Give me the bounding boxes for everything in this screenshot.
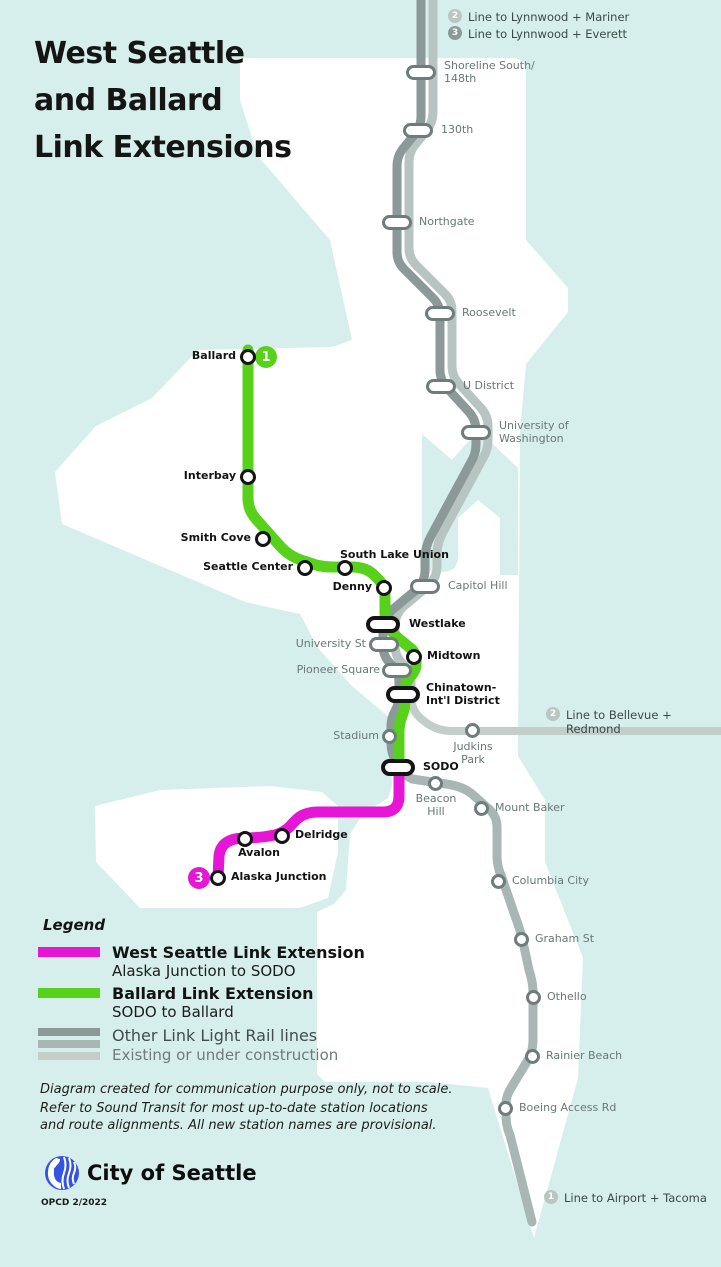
station-marker-othello: [526, 990, 541, 1005]
station-label-westlake: Westlake: [409, 617, 466, 630]
credit-text: OPCD 2/2022: [41, 1198, 108, 1208]
station-marker-columbia-city: [491, 874, 506, 889]
station-marker-shoreline: [406, 65, 436, 80]
legend-swatch-rail-medium: [38, 1040, 100, 1048]
ballard-terminus-badge: 1: [255, 346, 277, 368]
station-label-ballard: Ballard: [191, 349, 236, 362]
station-label-alaska-junction: Alaska Junction: [231, 870, 327, 883]
note-provisional: Refer to Sound Transit for most up-to-da…: [40, 1101, 437, 1133]
station-marker-rainier-beach: [525, 1049, 540, 1064]
legend-swatch-rail-dark: [38, 1028, 100, 1036]
line-1-south-badge: 1: [544, 1190, 558, 1204]
station-marker-south-lake-union: [337, 560, 353, 576]
station-label-smith-cove: Smith Cove: [180, 531, 251, 544]
station-label-chinatown: Chinatown- Int'l District: [426, 681, 500, 707]
station-marker-delridge: [274, 828, 290, 844]
station-label-columbia-city: Columbia City: [512, 874, 589, 887]
station-label-udistrict: U District: [463, 379, 515, 392]
line-2-east-label: Line to Bellevue + Redmond: [566, 708, 672, 736]
station-label-pioneer-square: Pioneer Square: [296, 663, 380, 676]
station-label-delridge: Delridge: [295, 828, 348, 841]
station-marker-stadium: [382, 729, 397, 744]
station-marker-graham-st: [514, 932, 529, 947]
line-2-destination-label: Line to Lynnwood + Mariner: [468, 10, 630, 24]
station-label-roosevelt: Roosevelt: [462, 306, 516, 319]
legend-item-other-subtitle: Existing or under construction: [112, 1046, 339, 1064]
station-marker-boeing-access-rd: [498, 1101, 513, 1116]
station-label-beacon-hill: Beacon Hill: [415, 792, 457, 818]
station-label-boeing-access-rd: Boeing Access Rd: [519, 1101, 617, 1114]
station-marker-seattle-center: [297, 560, 313, 576]
station-label-midtown: Midtown: [427, 649, 481, 662]
line-1-south-label: Line to Airport + Tacoma: [564, 1191, 707, 1205]
station-marker-130th: [403, 123, 433, 138]
station-marker-capitol-hill: [410, 579, 440, 594]
station-label-mount-baker: Mount Baker: [495, 801, 565, 814]
station-label-stadium: Stadium: [333, 729, 379, 742]
station-marker-smith-cove: [255, 531, 271, 547]
city-of-seattle-logo-icon: [45, 1156, 79, 1190]
note-not-to-scale: Diagram created for communication purpos…: [40, 1082, 453, 1097]
legend-item-west-seattle-title: West Seattle Link Extension: [112, 943, 365, 962]
station-marker-university-st: [369, 637, 399, 652]
station-label-uw: University of Washington: [499, 419, 569, 445]
station-marker-judkins-park: [465, 723, 480, 738]
station-label-university-st: University St: [295, 637, 366, 650]
station-label-seattle-center: Seattle Center: [203, 560, 293, 573]
station-marker-chinatown: [386, 686, 420, 703]
station-label-northgate: Northgate: [419, 215, 475, 228]
station-marker-avalon: [237, 831, 253, 847]
legend-swatch-rail-light: [38, 1052, 100, 1060]
west-seattle-terminus-badge: 3: [188, 867, 210, 889]
legend-title: Legend: [43, 916, 106, 934]
station-marker-beacon-hill: [428, 776, 443, 791]
station-label-capitol-hill: Capitol Hill: [448, 579, 508, 592]
station-label-130th: 130th: [441, 123, 474, 136]
legend-item-ballard-title: Ballard Link Extension: [112, 984, 314, 1003]
station-label-avalon: Avalon: [238, 846, 280, 859]
station-marker-uw: [461, 425, 491, 440]
legend-item-west-seattle-subtitle: Alaska Junction to SODO: [112, 962, 296, 980]
station-marker-ballard: [240, 349, 256, 365]
station-label-shoreline: Shoreline South/ 148th: [444, 59, 535, 85]
station-marker-northgate: [382, 215, 412, 230]
station-label-sodo: SODO: [423, 760, 459, 773]
legend-swatch-west-seattle: [38, 947, 100, 957]
line-south-segment: [393, 759, 538, 1227]
station-marker-udistrict: [426, 379, 456, 394]
legend-item-ballard-subtitle: SODO to Ballard: [112, 1003, 234, 1021]
station-label-denny: Denny: [332, 580, 372, 593]
station-marker-denny: [376, 580, 392, 596]
line-3-badge: 3: [448, 26, 462, 40]
station-marker-alaska-junction: [210, 870, 226, 886]
legend-item-other-title: Other Link Light Rail lines: [112, 1026, 318, 1045]
line-3-destination-label: Line to Lynnwood + Everett: [468, 27, 627, 41]
station-marker-roosevelt: [425, 306, 455, 321]
station-marker-sodo: [381, 759, 415, 776]
station-marker-mount-baker: [474, 801, 489, 816]
station-label-othello: Othello: [547, 990, 587, 1003]
map-title: West Seattle and Ballard Link Extensions: [34, 36, 292, 165]
line-2-badge: 2: [448, 9, 462, 23]
station-marker-interbay: [240, 469, 256, 485]
station-marker-pioneer-square: [382, 663, 412, 678]
legend-swatch-ballard: [38, 988, 100, 998]
station-label-graham-st: Graham St: [535, 932, 595, 945]
city-of-seattle-wordmark: City of Seattle: [87, 1161, 257, 1185]
station-marker-midtown: [406, 649, 422, 665]
station-label-south-lake-union: South Lake Union: [340, 548, 449, 561]
station-marker-westlake: [366, 616, 400, 633]
station-label-judkins-park: Judkins Park: [453, 740, 493, 766]
water-lake-union: [422, 432, 518, 575]
line-2-east-badge: 2: [546, 707, 560, 721]
station-label-interbay: Interbay: [183, 469, 236, 482]
station-label-rainier-beach: Rainier Beach: [546, 1049, 623, 1062]
